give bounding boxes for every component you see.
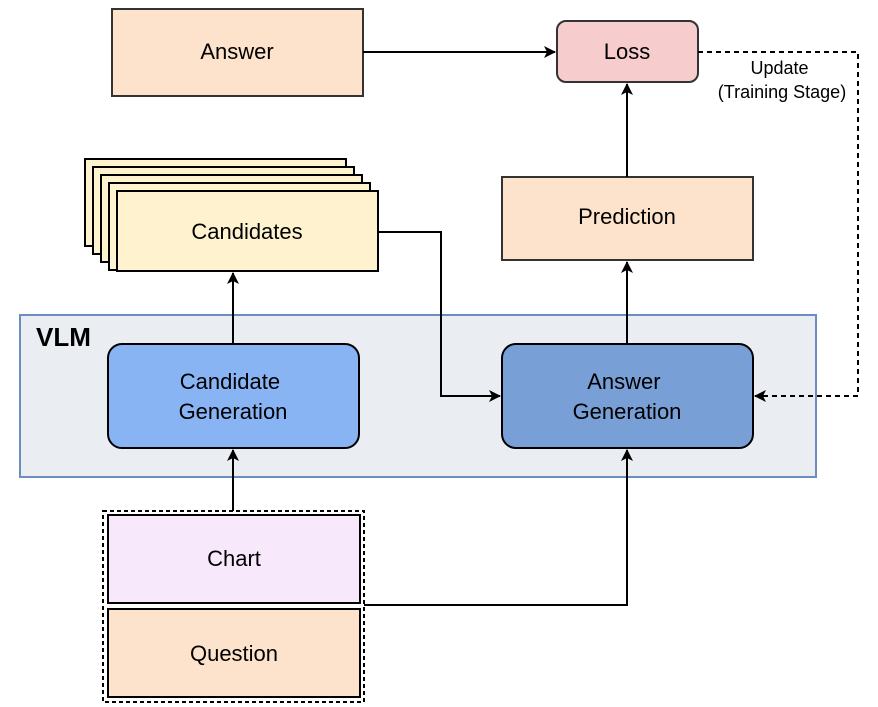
candidate-generation-box bbox=[107, 343, 360, 449]
candidates-stack bbox=[84, 158, 379, 272]
candidate-generation-line-1: Candidate bbox=[180, 369, 280, 394]
update-label: Update (Training Stage) bbox=[718, 58, 846, 102]
answer-generation-label: Answer Generation bbox=[573, 369, 682, 424]
answer-box bbox=[111, 8, 364, 97]
question-label: Question bbox=[190, 641, 278, 666]
vlm-label: VLM bbox=[36, 322, 91, 352]
input-group-outline bbox=[102, 510, 365, 703]
prediction-box bbox=[501, 176, 754, 261]
candidate-generation-label: Candidate Generation bbox=[179, 369, 288, 424]
candidate-generation-line-2: Generation bbox=[179, 399, 288, 424]
edge-candidates-to-answer-generation bbox=[378, 231, 501, 402]
chart-label: Chart bbox=[207, 546, 261, 571]
update-label-line-2: (Training Stage) bbox=[718, 82, 846, 102]
edge-inputs-to-answer-generation bbox=[364, 449, 633, 606]
update-label-bg bbox=[704, 58, 857, 104]
answer-generation-box bbox=[501, 343, 754, 449]
candidates-label: Candidates bbox=[191, 219, 302, 244]
question-box bbox=[107, 608, 361, 698]
prediction-label: Prediction bbox=[578, 204, 676, 229]
answer-generation-line-2: Generation bbox=[573, 399, 682, 424]
chart-box bbox=[107, 514, 361, 604]
candidates-box bbox=[116, 190, 379, 272]
loss-label: Loss bbox=[604, 39, 650, 64]
answer-generation-line-1: Answer bbox=[587, 369, 660, 394]
update-label-line-1: Update bbox=[750, 58, 808, 78]
answer-label: Answer bbox=[200, 39, 273, 64]
